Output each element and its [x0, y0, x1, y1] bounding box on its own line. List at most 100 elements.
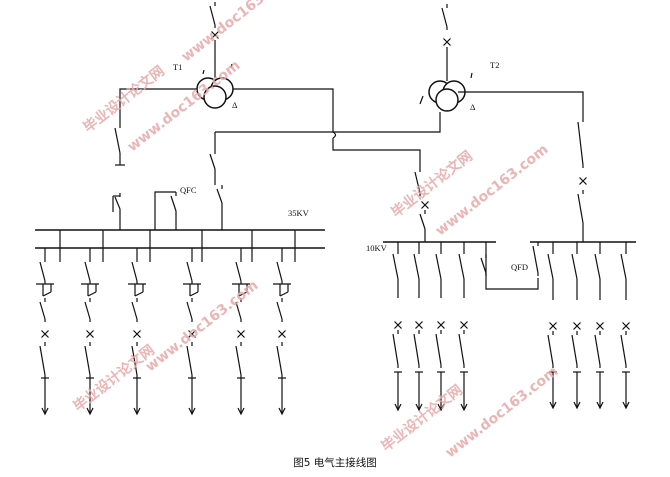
disconnector — [186, 261, 193, 282]
bus-10kv-label: 10KV — [366, 243, 388, 253]
breaker-icon — [278, 330, 286, 338]
disconnector — [441, 7, 448, 28]
disconnector — [216, 188, 223, 204]
disconnector — [620, 334, 627, 366]
connection-line — [332, 138, 421, 168]
t2-label: T2 — [490, 60, 499, 70]
watermark-url-2: www.doc163.com — [433, 141, 552, 239]
breaker-icon — [573, 322, 581, 330]
disconnector — [39, 261, 46, 282]
disconnector — [458, 333, 465, 366]
disconnector — [435, 253, 442, 280]
disconnector — [131, 301, 138, 320]
disconnector — [235, 301, 242, 320]
feeder-35kv-5 — [279, 291, 289, 297]
disconnector — [392, 253, 399, 280]
load-arrow-icon — [133, 407, 141, 416]
t1-label: T1 — [173, 62, 182, 72]
disconnector — [114, 127, 121, 154]
disconnector — [577, 121, 584, 166]
disconnector — [276, 345, 283, 376]
bus-tie-switch — [170, 195, 177, 212]
bus-coupler-switch — [480, 257, 487, 274]
disconnector — [571, 334, 578, 366]
disconnector — [209, 5, 216, 26]
breaker-icon — [86, 330, 94, 338]
bus-35kv-label: 35KV — [288, 208, 310, 218]
breaker-icon — [421, 201, 429, 209]
disconnector — [276, 301, 283, 320]
connection-line — [119, 88, 197, 124]
disconnector — [458, 253, 465, 280]
disconnector — [186, 301, 193, 320]
load-arrow-icon — [596, 401, 604, 410]
breaker-icon — [415, 321, 423, 329]
disconnector — [571, 253, 578, 280]
bus-tie — [154, 191, 176, 210]
disconnector — [547, 334, 554, 366]
bus-coupler — [485, 242, 539, 290]
load-arrow-icon — [573, 401, 581, 410]
watermark-cn-3: 毕业设计论文网 — [70, 341, 158, 415]
winding-mark — [202, 69, 205, 75]
breaker-icon — [188, 330, 196, 338]
watermark-url-1: www.doc163.com — [125, 57, 244, 155]
figure-caption: 图5 电气主接线图 — [293, 456, 377, 469]
disconnector — [414, 171, 421, 194]
breaker-icon — [622, 322, 630, 330]
winding-mark — [419, 95, 424, 105]
disconnector — [235, 345, 242, 376]
watermark-url-0: www.doc163.com — [179, 0, 298, 65]
load-arrow-icon — [237, 407, 245, 416]
disconnector — [186, 345, 193, 376]
winding-mark — [230, 63, 233, 69]
breaker-icon — [579, 177, 587, 185]
disconnector — [594, 253, 601, 280]
qfc-label: QFC — [180, 185, 197, 195]
load-arrow-icon — [622, 401, 630, 410]
disconnector — [84, 345, 91, 376]
load-arrow-icon — [394, 403, 402, 412]
breaker-icon — [443, 38, 451, 46]
connection-line — [215, 112, 441, 133]
breaker-icon — [211, 31, 219, 39]
breaker-icon — [237, 330, 245, 338]
disconnector — [547, 253, 554, 280]
disconnector — [209, 153, 216, 170]
disconnector — [235, 261, 242, 282]
breaker-icon — [596, 322, 604, 330]
disconnector — [131, 345, 138, 376]
connection-line — [233, 88, 334, 132]
disconnector — [39, 301, 46, 320]
load-arrow-icon — [41, 407, 49, 416]
breaker-icon — [394, 321, 402, 329]
feeder-35kv-0 — [42, 291, 52, 297]
disconnector — [131, 261, 138, 282]
connection-line — [458, 91, 584, 118]
breaker-icon — [460, 321, 468, 329]
feeder-35kv-3 — [189, 291, 199, 297]
wiring — [35, 2, 636, 416]
breaker-icon — [549, 322, 557, 330]
winding-mark — [470, 72, 473, 79]
breaker-icon — [41, 330, 49, 338]
t2-delta-label: Δ — [470, 102, 476, 112]
bus-coupler-switch — [532, 245, 539, 274]
feeder-35kv-4 — [238, 291, 248, 297]
crossover — [332, 131, 337, 139]
disconnector — [84, 261, 91, 282]
disconnector — [577, 193, 584, 224]
disconnector — [392, 333, 399, 366]
disconnector — [435, 333, 442, 366]
feeder-35kv-2 — [134, 291, 144, 297]
disconnector — [413, 333, 420, 366]
breaker-icon — [133, 330, 141, 338]
load-arrow-icon — [549, 401, 557, 410]
disconnector — [620, 253, 627, 280]
disconnector — [419, 213, 426, 230]
t1-delta-label: Δ — [232, 100, 238, 110]
disconnector — [39, 345, 46, 376]
load-arrow-icon — [278, 407, 286, 416]
load-arrow-icon — [188, 407, 196, 416]
